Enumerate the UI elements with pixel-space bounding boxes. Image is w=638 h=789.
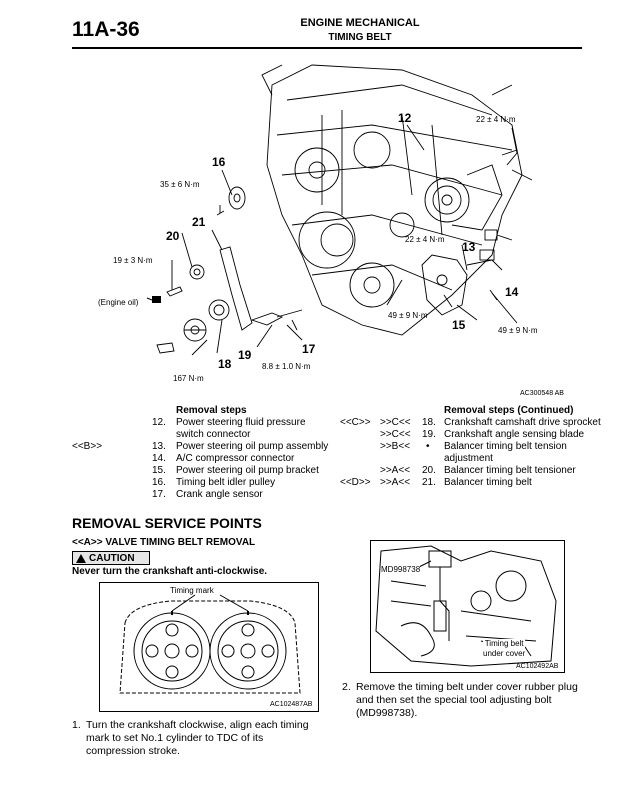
step-num: 17.: [152, 489, 166, 500]
tool-label: MD998738: [381, 565, 421, 574]
step-mark: >>A<<: [380, 465, 411, 476]
instruction-step-2: 2. Remove the timing belt under cover ru…: [342, 681, 622, 726]
section-title: ENGINE MECHANICAL: [300, 17, 420, 29]
caution-text: Never turn the crankshaft anti-clockwise…: [72, 566, 268, 577]
torque-label: 22 ± 4 N·m: [405, 235, 445, 244]
page-number: 11A-36: [72, 18, 140, 41]
warning-triangle-icon: [76, 553, 86, 563]
step-text: Balancer timing belt tension: [444, 441, 567, 452]
torque-label: 22 ± 4 N·m: [476, 115, 516, 124]
step-num: 13.: [152, 441, 166, 452]
header-rule: [72, 47, 582, 49]
step-line: and then set the special tool adjusting …: [356, 694, 552, 706]
step-line: (MD998738).: [356, 707, 418, 719]
timing-mark-label: Timing mark: [170, 586, 214, 595]
timing-mark-figure: Timing mark AC102487AB: [99, 582, 319, 712]
step-num: 20.: [422, 465, 436, 476]
step-mark: >>B<<: [380, 441, 411, 452]
step-mark: >>C<<: [380, 429, 411, 440]
step-line: compression stroke.: [86, 745, 180, 757]
callout-21: 21: [192, 215, 206, 229]
removal-steps-title: Removal steps: [176, 405, 247, 416]
removal-steps-right: Removal steps (Continued) <<C>> >>C<< 18…: [340, 405, 610, 490]
step-text: switch connector: [176, 429, 251, 440]
section-heading: REMOVAL SERVICE POINTS: [72, 515, 262, 531]
torque-label: 35 ± 6 N·m: [160, 180, 200, 189]
removal-steps-left: Removal steps 12. Power steering fluid p…: [72, 405, 332, 500]
callout-20: 20: [166, 229, 180, 243]
step-line: Remove the timing belt under cover rubbe…: [356, 681, 578, 693]
step-num: 19.: [422, 429, 436, 440]
torque-label: 49 ± 9 N·m: [498, 326, 538, 335]
torque-label: 19 ± 3 N·m: [113, 256, 153, 265]
step-number: 2.: [342, 681, 351, 693]
step-text: Crank angle sensor: [176, 489, 263, 500]
callout-15: 15: [452, 318, 466, 332]
step-mark: <<D>>: [340, 477, 371, 488]
caution-label: CAUTION: [89, 552, 135, 564]
figure-code: AC102492AB: [516, 663, 559, 670]
special-tool-figure: MD998738 Timing belt under cover AC10249…: [370, 540, 565, 673]
caution-box: CAUTION: [72, 551, 150, 565]
torque-label: 167 N·m: [173, 374, 204, 383]
section-subheading: <<A>> VALVE TIMING BELT REMOVAL: [72, 537, 256, 548]
instruction-step-1: 1. Turn the crankshaft clockwise, align …: [72, 719, 332, 764]
step-bullet: •: [426, 441, 430, 452]
step-num: 14.: [152, 453, 166, 464]
step-text: Power steering oil pump assembly: [176, 441, 329, 452]
under-cover-label: Timing belt under cover: [483, 639, 526, 659]
step-text: Balancer timing belt tensioner: [444, 465, 576, 476]
callout-14: 14: [505, 285, 519, 299]
callout-13: 13: [462, 240, 476, 254]
step-mark: >>A<<: [380, 477, 411, 488]
under-cover-diagram: [375, 545, 557, 667]
engine-exploded-diagram: [146, 64, 533, 356]
camshaft-sprockets-diagram: [119, 594, 301, 694]
step-mark: >>C<<: [380, 417, 411, 428]
step-text: Power steering fluid pressure: [176, 417, 306, 428]
step-mark: <<C>>: [340, 417, 371, 428]
step-text: adjustment: [444, 453, 493, 464]
step-text: Balancer timing belt: [444, 477, 532, 488]
step-text: Power steering oil pump bracket: [176, 465, 319, 476]
step-mark: <<B>>: [72, 441, 103, 452]
figure-code: AC300548 AB: [520, 390, 564, 397]
step-num: 12.: [152, 417, 166, 428]
engine-oil-label: (Engine oil): [98, 298, 139, 307]
step-text: Timing belt idler pulley: [176, 477, 276, 488]
step-num: 15.: [152, 465, 166, 476]
step-num: 21.: [422, 477, 436, 488]
callout-12: 12: [398, 111, 412, 125]
step-num: 18.: [422, 417, 436, 428]
step-num: 16.: [152, 477, 166, 488]
step-text: Crankshaft angle sensing blade: [444, 429, 585, 440]
step-text: Crankshaft camshaft drive sprocket: [444, 417, 601, 428]
callout-18: 18: [218, 357, 232, 371]
section-subtitle: TIMING BELT: [328, 32, 392, 43]
torque-label: 49 ± 9 N·m: [388, 311, 428, 320]
step-text: A/C compressor connector: [176, 453, 295, 464]
callout-19: 19: [238, 348, 252, 362]
step-number: 1.: [72, 719, 81, 731]
callout-17: 17: [302, 342, 316, 356]
engine-oil-can-icon: [146, 296, 161, 303]
step-line: Turn the crankshaft clockwise, align eac…: [86, 719, 309, 731]
figure-code: AC102487AB: [270, 701, 313, 708]
step-line: mark to set No.1 cylinder to TDC of its: [86, 732, 264, 744]
callout-16: 16: [212, 155, 226, 169]
removal-steps-title: Removal steps (Continued): [444, 405, 574, 416]
torque-label: 8.8 ± 1.0 N·m: [262, 362, 311, 371]
